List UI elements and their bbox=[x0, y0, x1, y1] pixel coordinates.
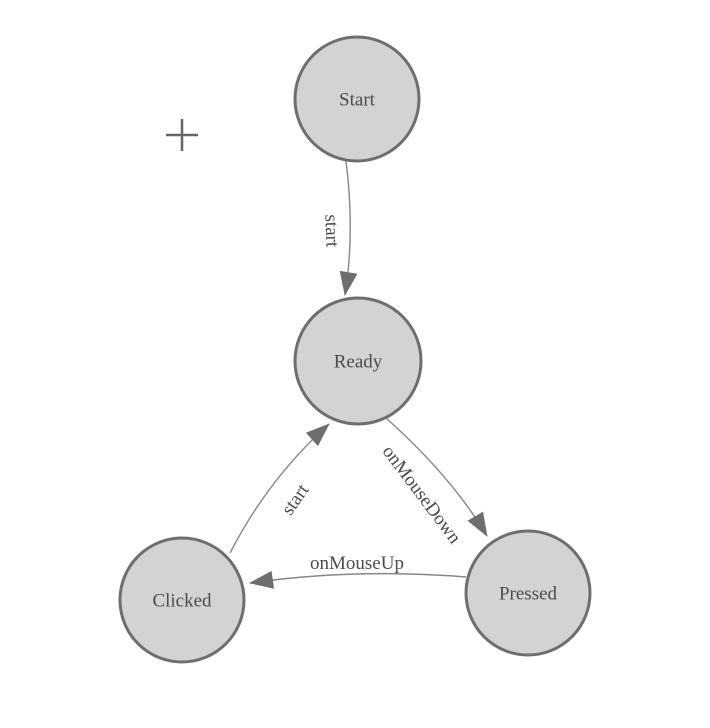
node-pressed-circle[interactable] bbox=[464, 529, 592, 657]
node-pressed[interactable]: Pressed bbox=[464, 529, 592, 657]
node-clicked-label: Clicked bbox=[152, 591, 212, 612]
edge-start-to-ready[interactable] bbox=[339, 160, 358, 296]
node-clicked-circle[interactable] bbox=[118, 536, 246, 664]
edge-label-clicked-to-ready: start bbox=[278, 480, 314, 519]
edge-ready-to-pressed[interactable] bbox=[385, 417, 488, 537]
node-ready[interactable]: Ready bbox=[293, 296, 423, 426]
node-clicked[interactable]: Clicked bbox=[118, 536, 246, 664]
node-start-circle[interactable] bbox=[293, 35, 421, 163]
plus-crosshair-icon bbox=[166, 119, 198, 151]
edge-pressed-to-clicked[interactable] bbox=[249, 570, 467, 589]
edge-label-ready-to-pressed: onMouseDown bbox=[378, 442, 466, 549]
node-start-label: Start bbox=[339, 90, 376, 111]
edge-label-pressed-to-clicked: onMouseUp bbox=[310, 553, 404, 574]
node-start[interactable]: Start bbox=[293, 35, 421, 163]
edge-label-start-to-ready: start bbox=[320, 214, 342, 248]
edges-layer bbox=[229, 160, 488, 589]
node-ready-circle[interactable] bbox=[293, 296, 423, 426]
node-ready-label: Ready bbox=[334, 352, 383, 373]
edge-clicked-to-ready[interactable] bbox=[229, 423, 330, 554]
node-pressed-label: Pressed bbox=[499, 584, 558, 605]
